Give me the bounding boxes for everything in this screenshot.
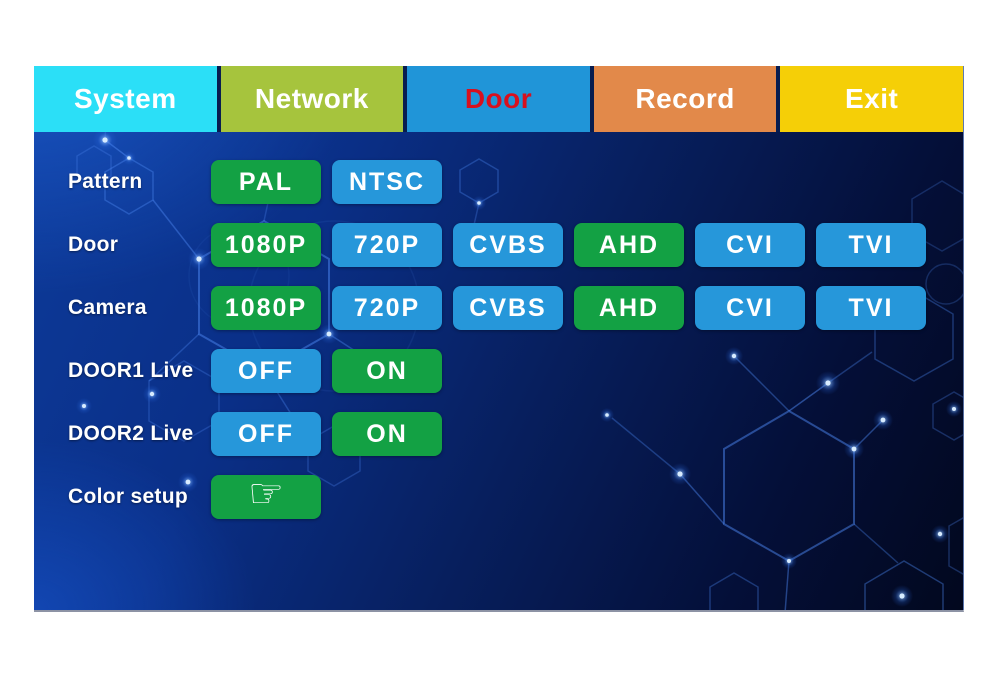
camera-tvi-button[interactable]: TVI	[816, 286, 926, 330]
door-1080p-button[interactable]: 1080P	[211, 223, 321, 267]
row-label-pattern: Pattern	[68, 170, 143, 193]
door-720p-button[interactable]: 720P	[332, 223, 442, 267]
row-label-door1-live: DOOR1 Live	[68, 359, 194, 382]
pattern-ntsc-button[interactable]: NTSC	[332, 160, 442, 204]
row-label-color-setup: Color setup	[68, 485, 188, 508]
camera-cvi-button[interactable]: CVI	[695, 286, 805, 330]
door1-live-off-button[interactable]: OFF	[211, 349, 321, 393]
door-cvi-button[interactable]: CVI	[695, 223, 805, 267]
camera-720p-button[interactable]: 720P	[332, 286, 442, 330]
door2-live-off-button[interactable]: OFF	[211, 412, 321, 456]
door-ahd-button[interactable]: AHD	[574, 223, 684, 267]
door-cvbs-button[interactable]: CVBS	[453, 223, 563, 267]
hand-pointer-icon: ☞	[248, 471, 284, 517]
camera-1080p-button[interactable]: 1080P	[211, 286, 321, 330]
door2-live-on-button[interactable]: ON	[332, 412, 442, 456]
row-color-setup: Color setup ☞	[34, 471, 963, 519]
door1-live-on-button[interactable]: ON	[332, 349, 442, 393]
tab-door[interactable]: Door	[407, 66, 590, 132]
tab-system[interactable]: System	[34, 66, 217, 132]
row-label-camera: Camera	[68, 296, 147, 319]
door-tvi-button[interactable]: TVI	[816, 223, 926, 267]
pattern-pal-button[interactable]: PAL	[211, 160, 321, 204]
color-setup-hand-pointer-button[interactable]: ☞	[211, 471, 321, 519]
tab-record[interactable]: Record	[593, 66, 777, 132]
camera-ahd-button[interactable]: AHD	[574, 286, 684, 330]
tab-network[interactable]: Network	[220, 66, 404, 132]
tab-exit[interactable]: Exit	[780, 66, 963, 132]
row-label-door: Door	[68, 233, 119, 256]
camera-cvbs-button[interactable]: CVBS	[453, 286, 563, 330]
row-label-door2-live: DOOR2 Live	[68, 422, 194, 445]
